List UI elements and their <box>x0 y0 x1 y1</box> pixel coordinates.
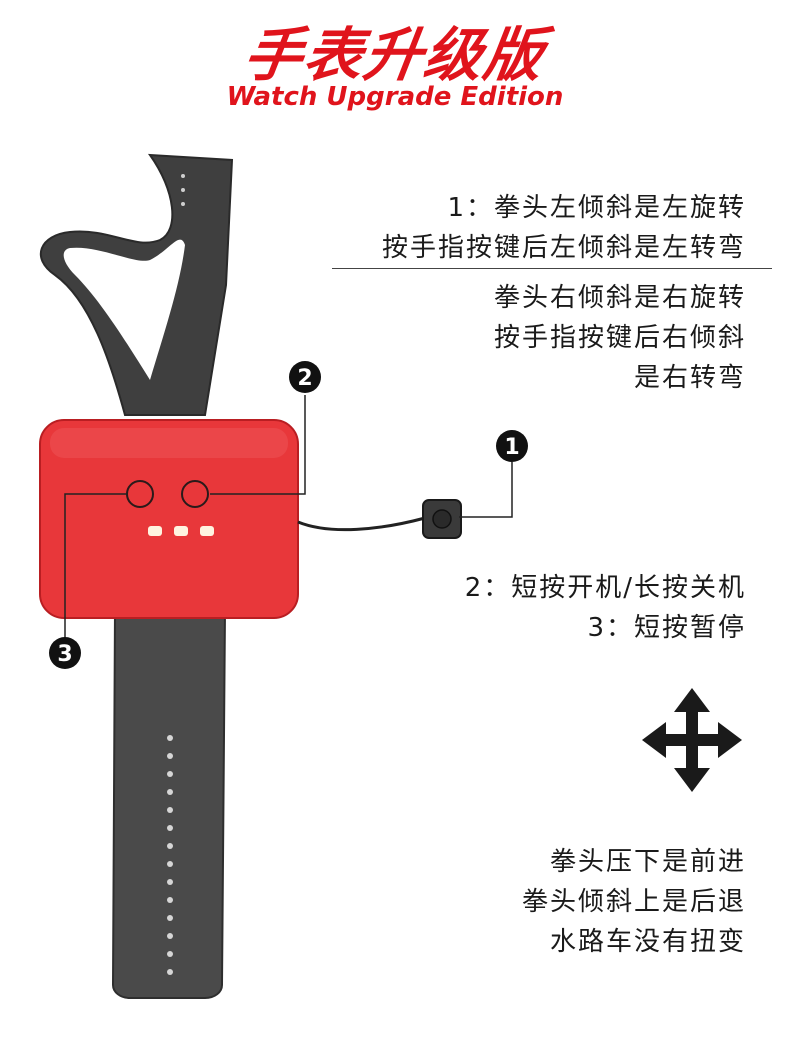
device-body <box>39 419 299 619</box>
cable <box>297 516 426 532</box>
button-line-1: 2：短按开机/长按关机 <box>464 573 746 603</box>
strap-loop-hole <box>63 239 186 380</box>
title-english: Watch Upgrade Edition <box>226 82 564 112</box>
right-turn-line-3: 是右转弯 <box>633 363 746 393</box>
button-2-icon <box>181 480 209 508</box>
four-way-arrow-icon <box>642 688 742 792</box>
movement-line-3: 水路车没有扭变 <box>549 927 746 957</box>
strap-holes <box>167 735 173 975</box>
callout-1-icon <box>496 430 528 462</box>
button-instructions: 2：短按开机/长按关机 3：短按暂停 <box>465 568 746 648</box>
led-indicators <box>148 526 214 536</box>
callout-3-icon <box>49 637 81 669</box>
left-turn-line-2: 按手指按键后左倾斜是左转弯 <box>381 233 746 263</box>
right-turn-instructions: 拳头右倾斜是右旋转 按手指按键后右倾斜 是右转弯 <box>494 278 746 398</box>
callout-1-label: 1 <box>504 435 519 460</box>
button-line-2: 3：短按暂停 <box>587 613 746 643</box>
left-turn-instructions: 1：拳头左倾斜是左旋转 按手指按键后左倾斜是左转弯 <box>382 188 746 268</box>
right-turn-line-2: 按手指按键后右倾斜 <box>493 323 746 353</box>
strap-lower <box>111 609 227 999</box>
left-turn-line-1: 1：拳头左倾斜是左旋转 <box>447 193 746 223</box>
movement-line-1: 拳头压下是前进 <box>549 847 746 877</box>
callout-3-label: 3 <box>57 642 72 667</box>
callout-2-icon <box>289 361 321 393</box>
divider <box>332 268 772 269</box>
movement-instructions: 拳头压下是前进 拳头倾斜上是后退 水路车没有扭变 <box>522 842 746 962</box>
right-turn-line-1: 拳头右倾斜是右旋转 <box>493 283 746 313</box>
movement-line-2: 拳头倾斜上是后退 <box>521 887 746 917</box>
callout-2-label: 2 <box>297 366 312 391</box>
